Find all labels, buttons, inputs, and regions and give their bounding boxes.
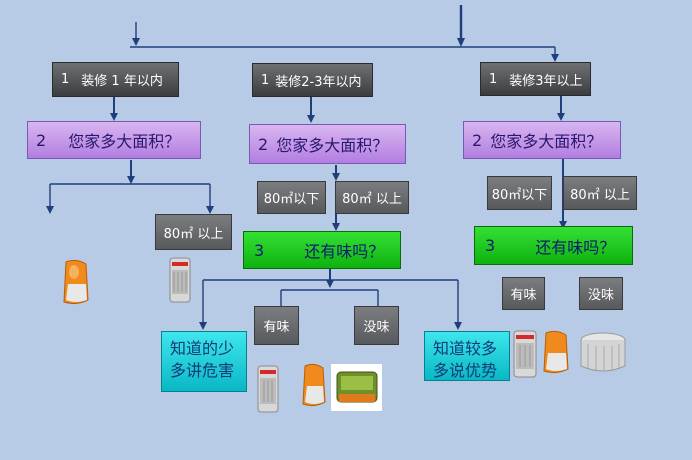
question-label: 您家多大面积？ xyxy=(490,132,603,151)
stage-label: 装修 1 年以内 xyxy=(81,74,163,89)
question-number: 2 xyxy=(36,130,47,150)
stage-box-over-3-years: 1 装修3年以上 xyxy=(480,62,591,96)
option-over-80-left: 80㎡ 以上 xyxy=(155,214,232,250)
area-question-box-right: 2 您家多大面积？ xyxy=(463,121,621,159)
question-number: 2 xyxy=(258,134,269,154)
advice-label: 知道的少多讲危害 xyxy=(170,339,235,380)
option-label: 没味 xyxy=(587,288,614,303)
stage-label: 装修2-3年以内 xyxy=(275,74,362,90)
advice-box-knows-much: 知道较多多说优势 xyxy=(424,331,510,381)
option-over-80-middle: 80㎡ 以上 xyxy=(335,181,409,214)
area-question-box-left: 2 您家多大面积？ xyxy=(27,121,201,159)
orange-purifier-icon xyxy=(63,259,89,305)
option-over-80-right: 80㎡ 以上 xyxy=(563,176,637,210)
question-label: 您家多大面积？ xyxy=(68,132,181,151)
option-under-80-right: 80㎡以下 xyxy=(487,176,552,210)
stage-number: 1 xyxy=(61,72,70,87)
orange-purifier-icon xyxy=(543,330,569,374)
advice-label: 知道较多多说优势 xyxy=(433,339,498,380)
advice-box-knows-little: 知道的少多讲危害 xyxy=(161,331,247,392)
question-label: 还有味吗？ xyxy=(535,237,616,257)
tall-purifier-icon xyxy=(513,330,537,378)
option-label: 80㎡ 以上 xyxy=(570,187,630,203)
option-has-smell-right: 有味 xyxy=(502,277,545,310)
stage-number: 1 xyxy=(261,72,270,88)
tall-purifier-icon xyxy=(257,365,279,413)
option-label: 80㎡ 以上 xyxy=(342,192,402,207)
option-no-smell-middle: 没味 xyxy=(354,306,399,345)
round-purifier-icon xyxy=(580,332,626,372)
option-label: 没味 xyxy=(363,320,390,335)
option-no-smell-right: 没味 xyxy=(579,277,623,310)
question-label: 您家多大面积？ xyxy=(276,136,389,155)
question-number: 3 xyxy=(254,240,265,260)
option-under-80-middle: 80㎡以下 xyxy=(257,181,326,214)
option-label: 80㎡ 以上 xyxy=(163,226,224,242)
option-label: 80㎡以下 xyxy=(263,192,320,207)
tall-purifier-icon xyxy=(169,257,191,303)
option-label: 有味 xyxy=(510,288,537,303)
green-purifier-icon xyxy=(331,364,382,411)
question-number: 3 xyxy=(485,236,496,255)
stage-box-within-1-year: 1 装修 1 年以内 xyxy=(52,62,179,97)
orange-purifier-icon xyxy=(302,363,326,407)
smell-question-box-middle: 3 还有味吗？ xyxy=(243,231,401,269)
stage-label: 装修3年以上 xyxy=(509,73,583,89)
smell-question-box-right: 3 还有味吗？ xyxy=(474,226,633,265)
question-label: 还有味吗？ xyxy=(304,242,385,261)
option-label: 有味 xyxy=(263,320,290,335)
question-number: 2 xyxy=(472,130,483,150)
area-question-box-middle: 2 您家多大面积？ xyxy=(249,124,406,164)
option-has-smell-middle: 有味 xyxy=(254,306,299,345)
option-label: 80㎡以下 xyxy=(491,187,548,203)
stage-box-2-3-years: 1 装修2-3年以内 xyxy=(252,63,373,97)
stage-number: 1 xyxy=(489,71,498,87)
